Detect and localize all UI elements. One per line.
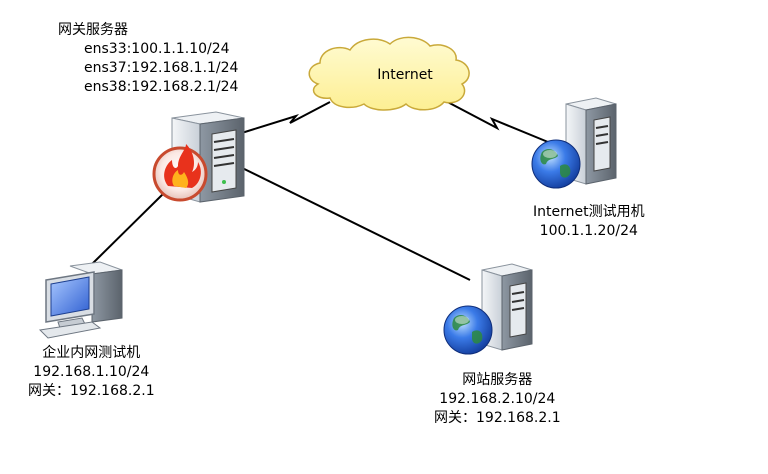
globe-icon (443, 305, 493, 355)
client-title: 企业内网测试机 (42, 345, 141, 361)
link-gateway-cloud (231, 101, 331, 137)
web-server-label: 网站服务器 192.168.2.10/24 网关：192.168.2.1 (434, 371, 561, 428)
client-gateway: 网关：192.168.2.1 (28, 383, 155, 399)
client-computer (38, 261, 123, 339)
internet-cloud-label: Internet (377, 67, 433, 83)
gateway-server-title: 网关服务器 (58, 22, 128, 38)
client-label: 企业内网测试机 192.168.1.10/24 网关：192.168.2.1 (28, 344, 155, 401)
gateway-iface-ens38: ens38:192.168.2.1/24 (84, 79, 239, 95)
internet-cloud (308, 36, 470, 111)
cloud-shape (308, 36, 470, 111)
internet-host-title: Internet测试用机 (533, 204, 645, 220)
web-server (443, 263, 533, 355)
web-server-gateway: 网关：192.168.2.1 (434, 410, 561, 426)
globe-icon (531, 139, 581, 189)
links (89, 97, 549, 281)
internet-host-ip: 100.1.1.20/24 (539, 223, 638, 239)
gateway-server (152, 111, 245, 203)
link-gateway-webserver (229, 161, 471, 281)
gateway-iface-ens37: ens37:192.168.1.1/24 (84, 60, 239, 76)
gateway-iface-ens33: ens33:100.1.1.10/24 (84, 41, 230, 57)
client-ip: 192.168.1.10/24 (33, 364, 150, 380)
gateway-server-label: 网关服务器 ens33:100.1.1.10/24 ens37:192.168.… (58, 21, 238, 97)
internet-host-server (531, 97, 617, 189)
link-cloud-internet-host (439, 97, 549, 143)
web-server-ip: 192.168.2.10/24 (439, 391, 556, 407)
internet-host-label: Internet测试用机 100.1.1.20/24 (533, 203, 645, 241)
firewall-icon (152, 144, 208, 202)
link-gateway-client (89, 192, 165, 267)
desktop-computer-icon (38, 261, 123, 339)
web-server-title: 网站服务器 (462, 372, 533, 388)
